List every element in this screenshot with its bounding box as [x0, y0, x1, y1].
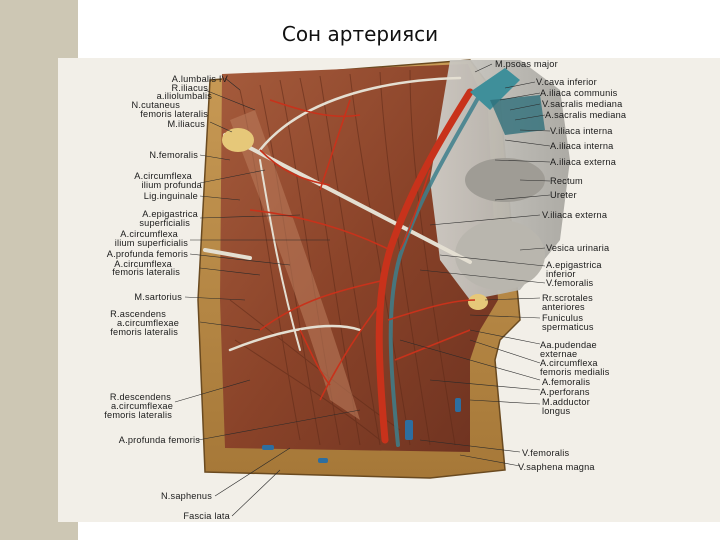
label-a-circumflexa-1: A.circumflexa [134, 171, 192, 181]
label-a-iliaca-communis: A.iliaca communis [540, 88, 618, 98]
label-longus: longus [542, 406, 571, 416]
label-ureter: Ureter [550, 190, 577, 200]
label-r-iliacus: R.iliacus [171, 83, 208, 93]
label-a-perforans: A.perforans [540, 387, 590, 397]
sartorius [230, 110, 360, 420]
rectum [465, 158, 545, 202]
label-m-adductor: M.adductor [542, 397, 590, 407]
label-femoris-lateralis-1: femoris lateralis [140, 109, 208, 119]
label-vesica-urinaria: Vesica urinaria [546, 243, 610, 253]
label-funiculus: Funiculus [542, 313, 584, 323]
label-v-iliaca-interna: V.iliaca interna [550, 126, 613, 136]
label-ilium-profunda: ilium profunda [141, 180, 202, 190]
label-fascia-lata: Fascia lata [183, 511, 230, 521]
label-lig-inguinale: Lig.inguinale [143, 191, 198, 201]
label-m-sartorius: M.sartorius [134, 292, 182, 302]
femoral-vein [388, 96, 480, 447]
label-externae: externae [540, 349, 578, 359]
inguinal-fat-pad [468, 294, 488, 310]
label-v-femoralis-2: V.femoralis [522, 448, 570, 458]
label-a-profunda-femoris-2: A.profunda femoris [118, 435, 200, 445]
label-ilium-superficialis: ilium superficialis [114, 238, 188, 248]
label-a-epigastrica: A.epigastrica [546, 260, 602, 270]
label-a-epigastrica-superficialis: A.epigastrica [142, 209, 198, 219]
label-femoris-lateralis-4: femoris lateralis [104, 410, 172, 420]
label-n-cutaneus: N.cutaneus [131, 100, 180, 110]
label-a-femoralis: A.femoralis [542, 377, 591, 387]
arterial-branches [249, 99, 476, 401]
label-femoris-medialis: femoris medialis [540, 367, 610, 377]
label-m-iliacus: M.iliacus [167, 119, 205, 129]
iliac-fat-pad [222, 128, 254, 152]
label-rectum: Rectum [550, 176, 583, 186]
label-a-iliaca-interna: A.iliaca interna [550, 141, 614, 151]
label-a-circumflexa-3: A.circumflexa [114, 259, 172, 269]
label-femoris-lateralis-3: femoris lateralis [110, 327, 178, 337]
bladder [455, 220, 545, 290]
label-v-iliaca-externa: V.iliaca externa [542, 210, 608, 220]
label-aa-pudendae: Aa.pudendae [540, 340, 597, 350]
slide-title: Сон артерияси [281, 22, 439, 46]
iliac-bifurcation [490, 95, 545, 135]
label-v-femoralis-1: V.femoralis [546, 278, 594, 288]
label-a-sacralis-mediana: A.sacralis mediana [545, 110, 627, 120]
common-iliac-vein [470, 68, 520, 110]
label-superficialis: superficialis [139, 218, 190, 228]
label-a-circumflexa-medialis: A.circumflexa [540, 358, 598, 368]
leader-lines [174, 63, 551, 517]
label-n-femoralis: N.femoralis [149, 150, 198, 160]
label-m-psoas-major: M.psoas major [495, 59, 558, 69]
label-n-saphenus: N.saphenus [160, 491, 212, 501]
label-a-lumbalis-iv: A.lumbalis IV [171, 74, 228, 84]
label-a-iliaca-externa: A.iliaca externa [550, 157, 617, 167]
label-a-circumflexae-1: a.circumflexae [116, 318, 179, 328]
label-anteriores: anteriores [542, 302, 585, 312]
label-femoris-lateralis-2: femoris lateralis [112, 267, 180, 277]
label-a-iliolumbalis: a.iliolumbalis [156, 91, 212, 101]
label-a-circumflexa-2: A.circumflexa [120, 229, 178, 239]
label-spermaticus: spermaticus [542, 322, 594, 332]
vein-fragments [262, 398, 461, 463]
label-r-descendens: R.descendens [109, 392, 171, 402]
label-v-cava-inferior: V.cava inferior [536, 77, 597, 87]
label-inferior: inferior [546, 269, 576, 279]
label-a-profunda-femoris-1: A.profunda femoris [106, 249, 188, 259]
label-v-saphena-magna: V.saphena magna [518, 462, 595, 472]
label-a-circumflexae-2: a.circumflexae [110, 401, 173, 411]
label-r-ascendens: R.ascendens [110, 309, 166, 319]
label-v-sacralis-mediana: V.sacralis mediana [542, 99, 623, 109]
label-rr-scrotales: Rr.scrotales [542, 293, 593, 303]
